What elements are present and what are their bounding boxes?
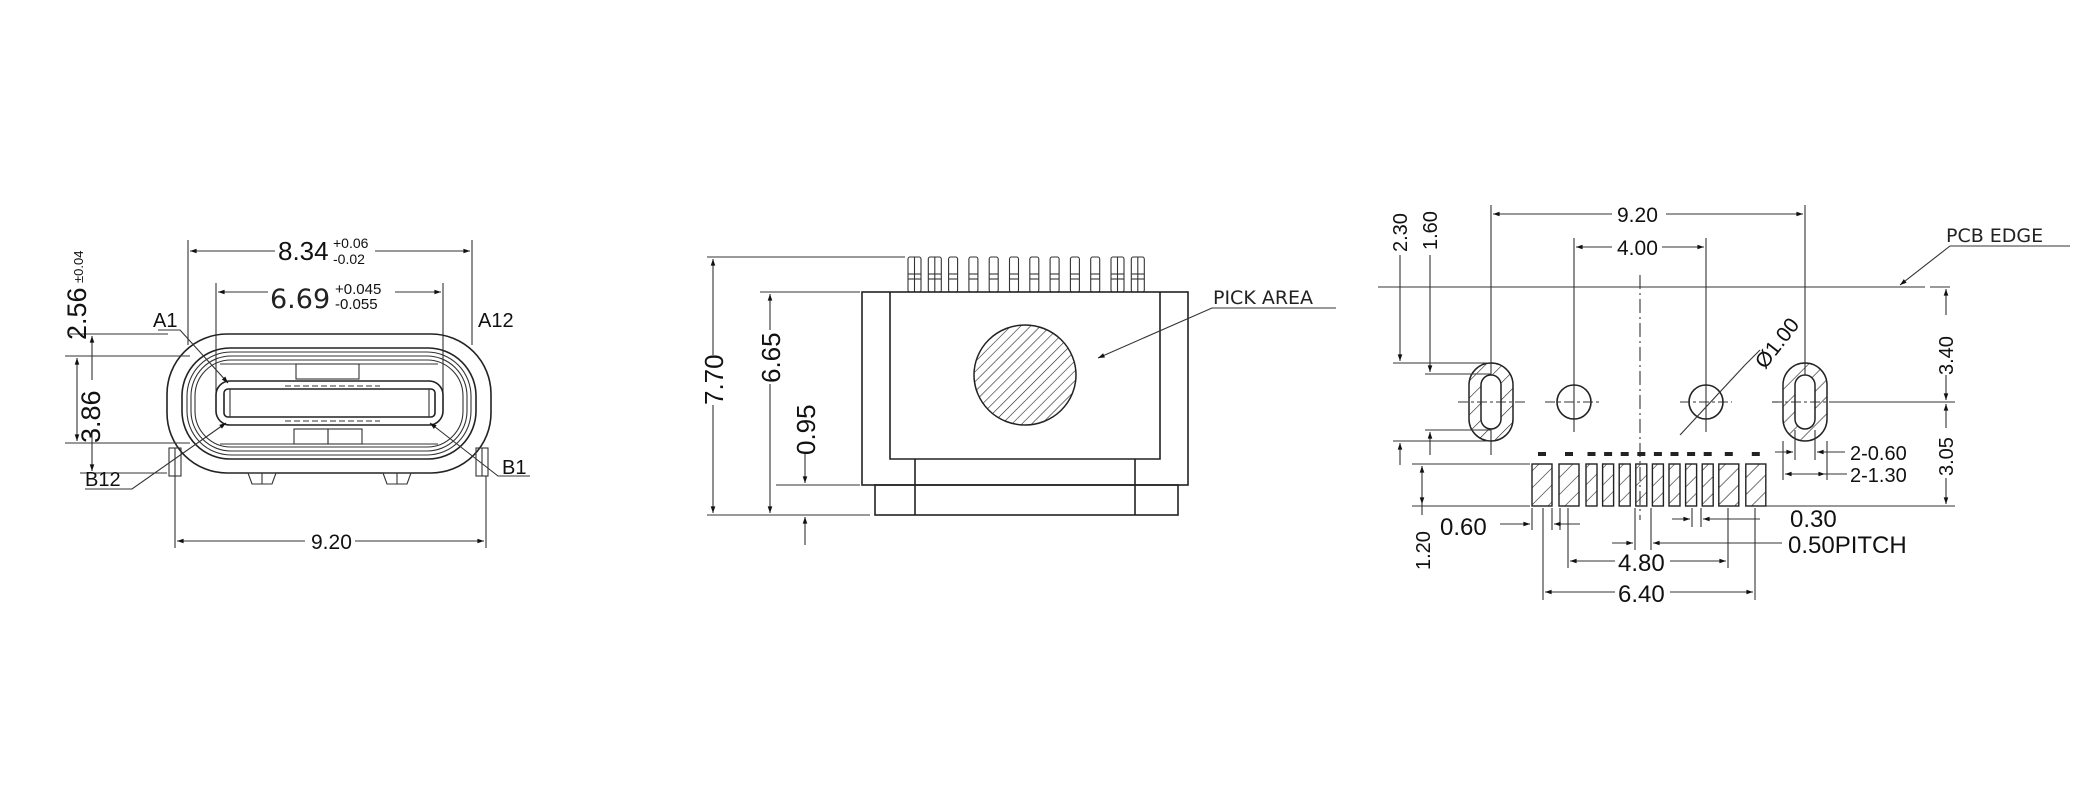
dim-2-30: 2.30 [1390,213,1412,252]
height-dimension: 2.56 ±0.04 [62,251,92,340]
pin [1029,256,1040,293]
smd-pad [1618,452,1631,507]
pick-area-marker [973,324,1077,426]
smd-pad [1745,452,1767,507]
pin [1008,256,1020,293]
pitch-dimension: 0.50PITCH [1788,532,1907,559]
smd-pad [1635,452,1648,507]
outer-span-dimension: 6.40 [1618,581,1665,608]
smd-pad [1601,452,1615,507]
standoff-dimension: 0.95 [791,404,821,455]
overall-height-dimension: 3.86 [76,390,106,443]
side-view: PICK AREA 7.70 6.65 0.95 [699,256,1336,545]
pin [988,256,999,293]
overall-height-dimension: 7.70 [699,354,729,405]
pin-row [907,256,1145,293]
pin [907,256,922,293]
slot-pad-dimension: 2-1.30 [1850,465,1907,487]
svg-text:6.69: 6.69 [270,284,330,315]
smd-pad [1531,452,1553,507]
slot-width-dimension: 2-0.60 [1850,443,1907,465]
svg-text:8.34: 8.34 [278,236,329,266]
pin [1130,256,1145,293]
pin [1049,256,1060,293]
pick-area-label: PICK AREA [1213,287,1313,309]
svg-text:2.56: 2.56 [62,287,92,340]
svg-text:±0.04: ±0.04 [71,251,86,283]
large-pad-width-dimension: 0.60 [1440,514,1487,541]
svg-text:-0.02: -0.02 [333,251,365,267]
pin-label-a12: A12 [478,310,514,332]
pcb-edge-label: PCB EDGE [1946,225,2043,247]
smd-pad [1651,452,1665,507]
body-height-dimension: 6.65 [756,332,786,383]
width-dimension: 8.34 +0.06 -0.02 [278,235,369,267]
pin [1090,256,1101,293]
smd-pad [1558,452,1580,507]
pin [1110,256,1125,293]
slot-span-dimension: 9.20 [1617,204,1658,227]
pin-label-b1: B1 [502,457,526,479]
pin-label-a1: A1 [153,310,177,332]
smd-pad [1718,452,1740,507]
pin [927,256,942,293]
pad-length-dimension: 1.20 [1413,531,1435,570]
pin [1069,256,1080,293]
small-pad-width-dimension: 0.30 [1790,506,1837,533]
dim-1-60: 1.60 [1420,211,1442,250]
smd-pad [1701,452,1714,507]
footprint-view: PCB EDGE 9.20 4.00 Ø1.00 [1378,204,2070,608]
overall-width-dimension: 9.20 [311,531,352,554]
pin [948,256,959,293]
svg-text:+0.045: +0.045 [335,281,381,298]
svg-text:+0.06: +0.06 [333,235,369,251]
hole-span-dimension: 4.00 [1617,237,1658,260]
front-view: 8.34 +0.06 -0.02 6.69 +0.045 -0.055 [62,235,530,554]
smd-pad [1668,452,1681,507]
smd-pad [1684,452,1698,507]
inner-span-dimension: 4.80 [1618,550,1665,577]
opening-dimension: 6.69 +0.045 -0.055 [270,281,381,315]
pin [968,256,979,293]
smd-pad [1585,452,1598,507]
smd-pad-row [1531,452,1767,507]
dim-3-40: 3.40 [1936,336,1958,375]
dim-3-05: 3.05 [1936,437,1958,476]
svg-text:-0.055: -0.055 [335,296,378,313]
pin-label-b12: B12 [85,469,121,491]
